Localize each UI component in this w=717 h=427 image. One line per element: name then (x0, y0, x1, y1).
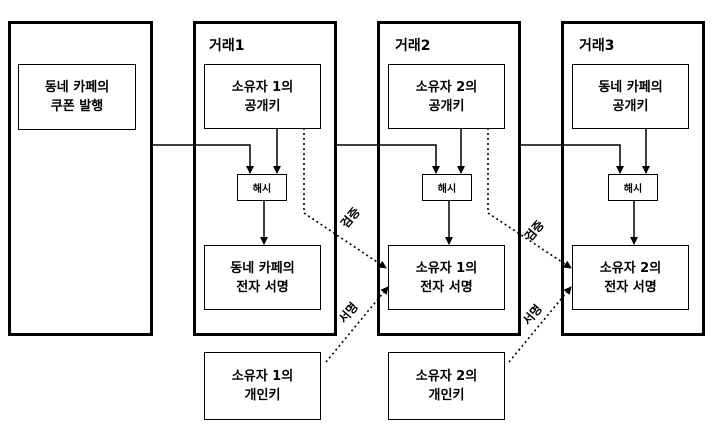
tx3-hash-box: 해시 (608, 174, 658, 201)
transaction-3: 거래3 (561, 21, 705, 336)
tx2-public-key-box: 소유자 2의 공개키 (388, 64, 505, 129)
tx3-signature-box: 소유자 2의 전자 서명 (572, 245, 689, 310)
tx2-hash-box: 해시 (422, 174, 472, 201)
link-tx1-to-hash2 (336, 144, 440, 174)
transaction-2-title: 거래2 (395, 38, 431, 54)
link-tx2-to-hash3 (520, 144, 624, 174)
owner1-private-key-box: 소유자 1의 개인키 (204, 352, 321, 420)
tx2-signature-box: 소유자 1의 전자 서명 (388, 245, 505, 310)
verify-pubkey2-to-sig3 (487, 128, 572, 269)
transaction-1: 거래1 (193, 21, 337, 336)
genesis-block (8, 21, 153, 336)
sign-privkey2-to-sig3 (508, 286, 572, 363)
tx1-public-key-box: 소유자 1의 공개키 (204, 64, 321, 129)
transaction-1-title: 거래1 (209, 38, 245, 54)
coupon-issue-box: 동네 카페의 쿠폰 발행 (18, 64, 136, 130)
link-genesis-to-hash1 (152, 144, 254, 174)
tx1-signature-box: 동네 카페의 전자 서명 (204, 245, 321, 310)
transaction-2: 거래2 (377, 21, 521, 336)
tx3-public-key-box: 동네 카페의 공개키 (572, 64, 689, 129)
tx1-hash-box: 해시 (237, 174, 287, 201)
transaction-3-title: 거래3 (579, 38, 615, 54)
owner2-private-key-box: 소유자 2의 개인키 (388, 352, 505, 420)
verify-pubkey1-to-sig2 (303, 128, 387, 269)
